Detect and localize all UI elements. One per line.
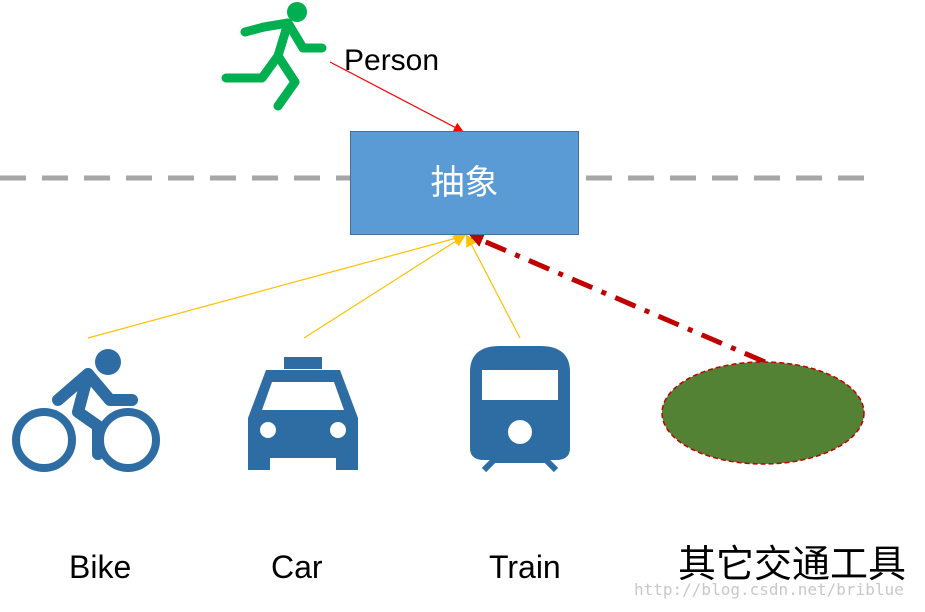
person-label: Person (344, 44, 440, 77)
abstraction-box: 抽象 (350, 131, 579, 235)
car-to-abstraction-arrow (303, 234, 466, 339)
train-to-abstraction-arrow (466, 234, 521, 339)
other-transport-ellipse (661, 361, 865, 465)
bike-label: Bike (69, 549, 132, 585)
bike-to-abstraction-arrow (87, 232, 466, 339)
train-icon (470, 346, 570, 473)
watermark: http://blog.csdn.net/briblue (634, 580, 904, 599)
other-to-abstraction-arrow (469, 233, 766, 365)
train-label: Train (489, 549, 561, 585)
abstraction-label: 抽象 (430, 163, 499, 203)
person-to-abstraction-arrow (329, 61, 464, 132)
taxi-car-icon (248, 357, 358, 470)
running-person-icon (221, 2, 327, 111)
bicycle-icon (12, 349, 160, 472)
car-label: Car (271, 549, 323, 585)
other-transport-label: 其它交通工具 (678, 542, 907, 586)
